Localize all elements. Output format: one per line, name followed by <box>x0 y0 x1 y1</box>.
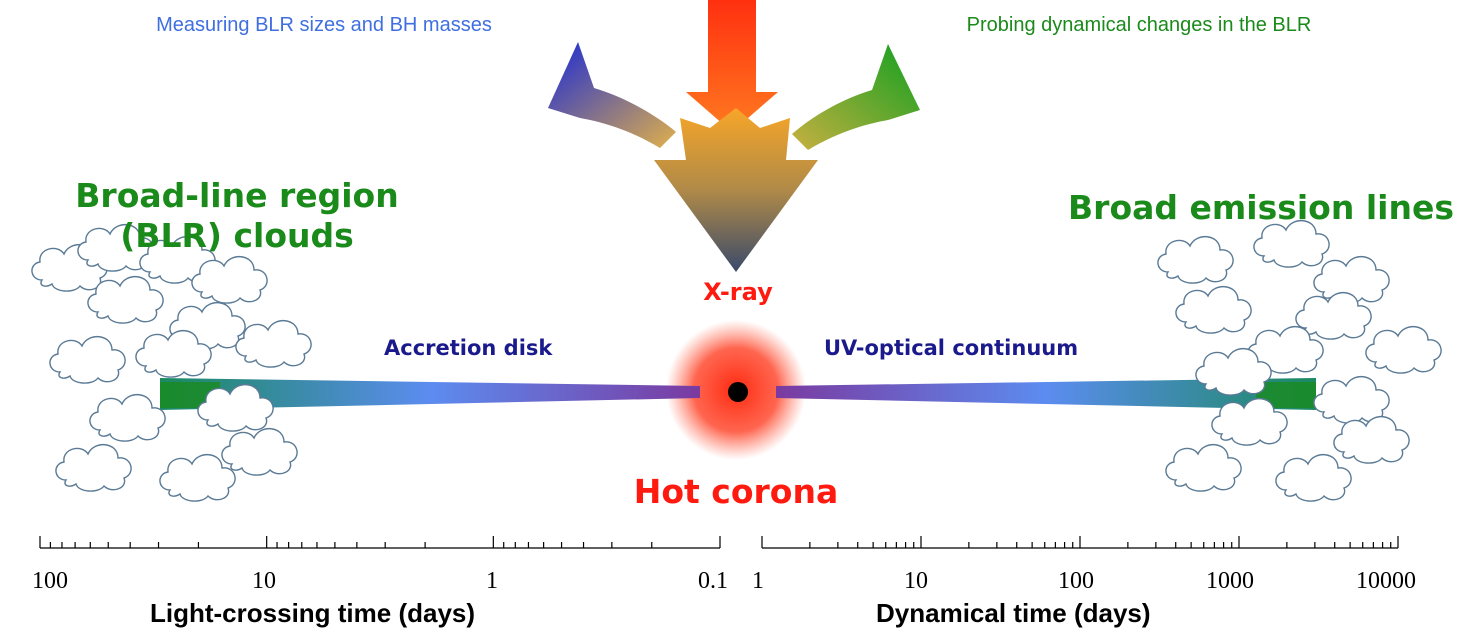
broad-lines-label: Broad emission lines <box>1068 188 1454 227</box>
tick-label-100: 100 <box>32 568 68 594</box>
green-arrow <box>792 44 920 150</box>
uv-optical-label: UV-optical continuum <box>824 336 1079 360</box>
dynamical-axis-title: Dynamical time (days) <box>876 598 1151 628</box>
accretion-disk-left <box>160 378 700 410</box>
blr-clouds-right <box>1157 219 1442 502</box>
axis-left-ticks <box>39 536 721 549</box>
blr-clouds-label: Broad-line region (BLR) clouds <box>75 176 399 255</box>
reverberation-subtitle: Measuring BLR sizes and BH masses <box>156 14 492 36</box>
tick-label-r10: 10 <box>904 568 928 594</box>
axis-right-ticks <box>761 536 1399 549</box>
blr-clouds-left <box>31 223 312 502</box>
light-crossing-axis-title: Light-crossing time (days) <box>150 598 476 628</box>
tick-label-10: 10 <box>252 568 276 594</box>
red-arrow <box>686 0 778 132</box>
xray-label: X-ray <box>703 278 773 306</box>
tick-label-r1000: 1000 <box>1206 568 1254 594</box>
blue-arrow <box>548 42 676 148</box>
tick-label-0-1: 0.1 <box>698 568 728 594</box>
spectroscopy-subtitle: Probing dynamical changes in the BLR <box>966 14 1312 36</box>
converging-arrow <box>654 108 818 272</box>
tick-label-r10000: 10000 <box>1356 568 1416 594</box>
tick-label-1: 1 <box>486 568 498 594</box>
hot-corona-label: Hot corona <box>633 472 839 511</box>
black-hole <box>728 382 748 402</box>
tick-label-r1: 1 <box>752 568 764 594</box>
tick-label-r100: 100 <box>1058 568 1094 594</box>
accretion-disk-label: Accretion disk <box>384 336 553 360</box>
accretion-disk-right <box>776 378 1316 410</box>
